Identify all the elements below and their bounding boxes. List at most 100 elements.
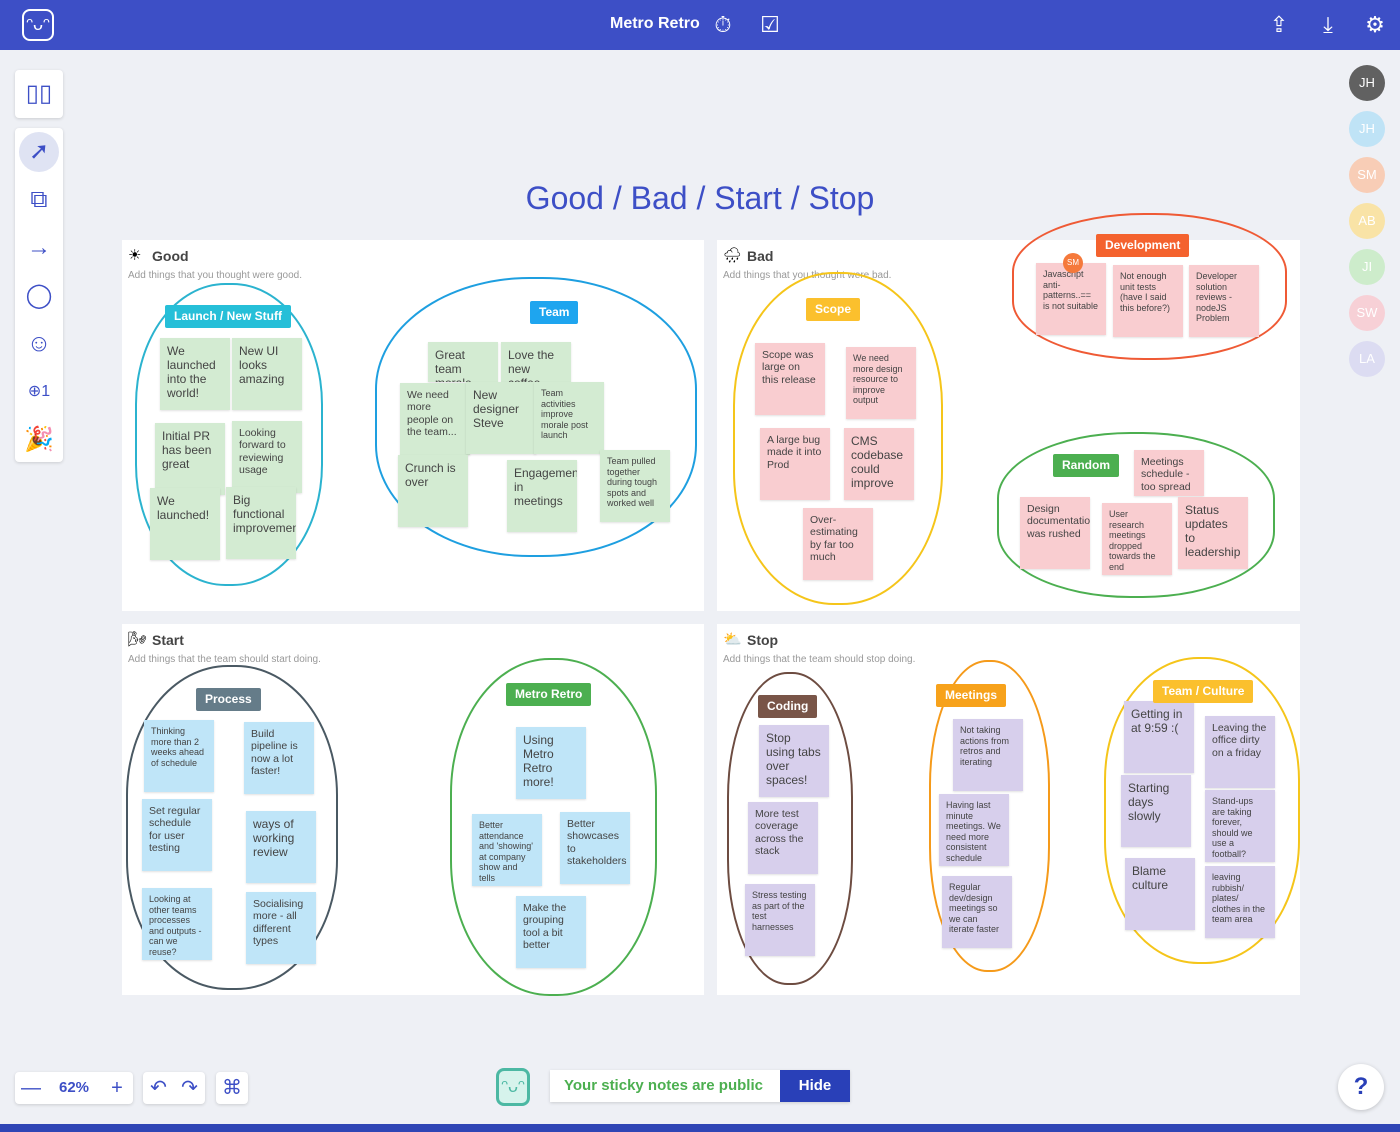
sticky-note[interactable]: Better attendance and 'showing' at compa… — [472, 814, 542, 886]
group-label[interactable]: Random — [1053, 454, 1119, 477]
sticky-note[interactable]: Stop using tabs over spaces! — [759, 725, 829, 797]
sticky-note[interactable]: Scope was large on this release — [755, 343, 825, 415]
sticky-note[interactable]: User research meetings dropped towards t… — [1102, 503, 1172, 575]
group-outline[interactable] — [727, 672, 853, 985]
sticky-note[interactable]: Looking at other teams processes and out… — [142, 888, 212, 960]
group-outline[interactable] — [1104, 657, 1300, 964]
sticky-note[interactable]: More test coverage across the stack — [748, 802, 818, 874]
sticky-note[interactable]: Design documentation was rushed — [1020, 497, 1090, 569]
sidebar-icon[interactable]: ▯▯ — [25, 80, 53, 107]
group-label[interactable]: Launch / New Stuff — [165, 305, 291, 328]
group-outline[interactable] — [450, 658, 657, 996]
group-outline[interactable] — [929, 660, 1050, 972]
participant-avatar[interactable]: SM — [1349, 157, 1385, 193]
sticky-note[interactable]: Engagement in meetings — [507, 460, 577, 532]
participant-avatar[interactable]: LA — [1349, 341, 1385, 377]
arrow-tool-icon[interactable]: → — [27, 234, 51, 261]
shortcuts-button[interactable]: ⌘ — [222, 1077, 242, 1099]
zoom-level[interactable]: 62% — [58, 1079, 90, 1096]
group-outline[interactable] — [126, 665, 338, 990]
sticky-note[interactable]: Love the new coffee — [501, 342, 571, 382]
group-outline[interactable] — [997, 432, 1275, 598]
panel-toggle[interactable]: ▯▯ — [15, 70, 63, 118]
undo-button[interactable]: ↶ — [150, 1077, 167, 1099]
participant-avatar[interactable]: AB — [1349, 203, 1385, 239]
sticky-note[interactable]: We launched into the world! — [160, 338, 230, 410]
zoom-out-button[interactable]: — — [21, 1077, 41, 1099]
sticky-note[interactable]: We need more people on the team... — [400, 383, 470, 455]
group-label[interactable]: Metro Retro — [506, 683, 592, 706]
group-label[interactable]: Meetings — [936, 684, 1007, 707]
share-icon[interactable]: ⇪ — [1269, 12, 1289, 37]
sticky-note[interactable]: Getting in at 9:59 :( — [1124, 701, 1194, 773]
settings-icon[interactable]: ⚙ — [1365, 12, 1385, 37]
sticky-note[interactable]: Team pulled together during tough spots … — [600, 450, 670, 522]
group-label[interactable]: Team — [530, 301, 579, 324]
download-icon[interactable]: ⤓ — [1323, 12, 1333, 37]
logo-icon[interactable]: ᵔᴗᵔ — [22, 9, 54, 41]
emoji-tool-icon[interactable]: ☺ — [26, 330, 52, 357]
hide-button[interactable]: Hide — [780, 1070, 850, 1102]
sticky-note[interactable]: Blame culture — [1125, 858, 1195, 930]
sticky-note[interactable]: Javascript anti-patterns..== is not suit… — [1036, 263, 1106, 335]
sticky-note[interactable]: Make the grouping tool a bit better — [516, 896, 586, 968]
sticky-note[interactable]: Developer solution reviews - nodeJS Prob… — [1189, 265, 1259, 337]
redo-button[interactable]: ↷ — [181, 1077, 198, 1099]
public-notice: Your sticky notes are public Hide — [550, 1070, 850, 1102]
participant-avatar[interactable]: JH — [1349, 111, 1385, 147]
participant-avatar[interactable]: SW — [1349, 295, 1385, 331]
sticky-note[interactable]: We need more design resource to improve … — [846, 347, 916, 419]
help-button[interactable]: ? — [1338, 1064, 1384, 1110]
group-label[interactable]: Coding — [758, 695, 818, 718]
sticky-note[interactable]: leaving rubbish/ plates/ clothes in the … — [1205, 866, 1275, 938]
group-label[interactable]: Team / Culture — [1153, 680, 1254, 703]
vote-tool-icon[interactable]: ⊕1 — [27, 383, 51, 400]
participant-avatar[interactable]: JI — [1349, 249, 1385, 285]
group-label[interactable]: Scope — [806, 298, 861, 321]
sticky-note[interactable]: Initial PR has been great — [155, 423, 225, 495]
sticky-note[interactable]: Thinking more than 2 weeks ahead of sche… — [144, 720, 214, 792]
sticky-note[interactable]: We launched! — [150, 488, 220, 560]
sticky-note[interactable]: Socialising more - all different types — [246, 892, 316, 964]
timer-icon[interactable]: ⏱ — [714, 12, 732, 37]
participant-avatar[interactable]: JH — [1349, 65, 1385, 101]
celebrate-tool-icon[interactable]: 🎉 — [24, 426, 54, 453]
sticky-note[interactable]: Set regular schedule for user testing — [142, 799, 212, 871]
group-tool-icon[interactable]: ⧉ — [30, 186, 48, 213]
sticky-note[interactable]: Looking forward to reviewing usage — [232, 421, 302, 493]
sticky-note[interactable]: New designer Steve — [466, 382, 536, 454]
group-outline[interactable] — [1012, 213, 1287, 360]
sticky-note[interactable]: Regular dev/design meetings so we can it… — [942, 876, 1012, 948]
sticky-note[interactable]: CMS codebase could improve — [844, 428, 914, 500]
sticky-note[interactable]: Better showcases to stakeholders — [560, 812, 630, 884]
group-label[interactable]: Development — [1096, 234, 1190, 257]
sticky-note[interactable]: Not enough unit tests (have I said this … — [1113, 265, 1183, 337]
comment-tool-icon[interactable]: ◯ — [25, 282, 53, 309]
group-outline[interactable] — [135, 283, 323, 586]
sticky-note[interactable]: Starting days slowly — [1121, 775, 1191, 847]
sticky-note[interactable]: Not taking actions from retros and itera… — [953, 719, 1023, 791]
vote-icon[interactable]: ☑ — [760, 12, 780, 37]
sticky-note[interactable]: Big functional improvements — [226, 487, 296, 559]
sticky-note[interactable]: ways of working review — [246, 811, 316, 883]
group-outline[interactable] — [733, 272, 943, 605]
sticky-note[interactable]: Great team morale — [428, 342, 498, 382]
sticky-note[interactable]: New UI looks amazing — [232, 338, 302, 410]
sticky-note[interactable]: Over-estimating by far too much — [803, 508, 873, 580]
sticky-note[interactable]: Using Metro Retro more! — [516, 727, 586, 799]
panel-icon: 🌧 — [723, 247, 743, 264]
sticky-note[interactable]: Having last minute meetings. We need mor… — [939, 794, 1009, 866]
sticky-note[interactable]: Status updates to leadership — [1178, 497, 1248, 569]
sticky-note[interactable]: Stress testing as part of the test harne… — [745, 884, 815, 956]
select-tool-icon[interactable]: ➚ — [19, 132, 59, 172]
sticky-note[interactable]: Leaving the office dirty on a friday — [1205, 716, 1275, 788]
sticky-note[interactable]: Meetings schedule - too spread — [1134, 450, 1204, 496]
group-outline[interactable] — [375, 277, 697, 557]
sticky-note[interactable]: Stand-ups are taking forever, should we … — [1205, 790, 1275, 862]
sticky-note[interactable]: Crunch is over — [398, 455, 468, 527]
zoom-in-button[interactable]: + — [111, 1077, 123, 1099]
group-label[interactable]: Process — [196, 688, 261, 711]
sticky-note[interactable]: A large bug made it into Prod — [760, 428, 830, 500]
sticky-note[interactable]: Build pipeline is now a lot faster! — [244, 722, 314, 794]
sticky-note[interactable]: Team activities improve morale post laun… — [534, 382, 604, 454]
